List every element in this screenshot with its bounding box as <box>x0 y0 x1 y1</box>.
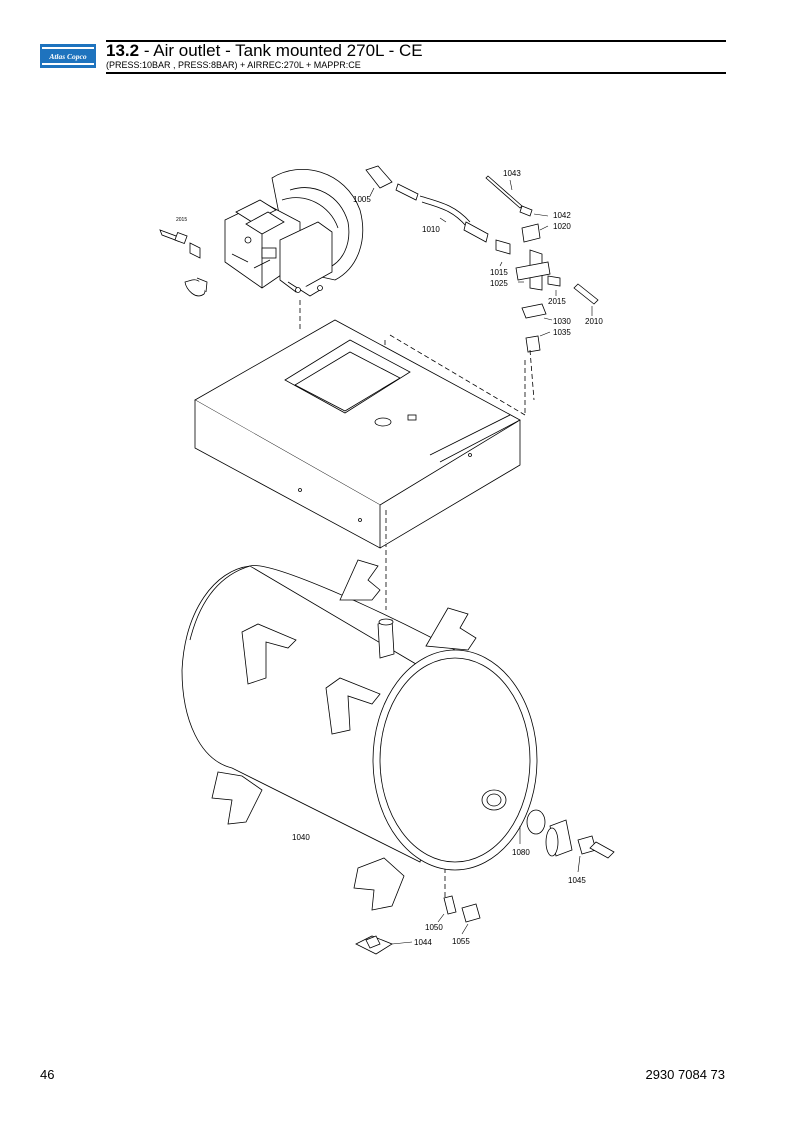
svg-text:Atlas Copco: Atlas Copco <box>48 52 87 61</box>
page-header: Atlas Copco 13.2 - Air outlet - Tank mou… <box>40 40 726 74</box>
callout-1045: 1045 <box>568 876 586 885</box>
callout-2015: 2015 <box>548 297 566 306</box>
drain-fittings <box>355 895 481 955</box>
fittings-cluster <box>365 165 599 353</box>
pump-assembly <box>224 169 364 297</box>
callout-1044: 1044 <box>414 938 432 947</box>
section-number: 13.2 <box>106 41 140 60</box>
callout-1035: 1035 <box>553 328 571 337</box>
front-fittings <box>526 809 615 859</box>
atlas-copco-logo: Atlas Copco <box>40 44 96 68</box>
leader-lines <box>369 179 593 945</box>
callout-2015-small: 2015 <box>176 217 187 223</box>
header-bottom-rule <box>106 72 726 74</box>
callout-1025: 1025 <box>490 279 508 288</box>
page-number: 46 <box>40 1067 55 1082</box>
callout-1040: 1040 <box>292 833 310 842</box>
page-title: 13.2 - Air outlet - Tank mounted 270L - … <box>106 41 423 60</box>
callout-1080: 1080 <box>512 848 530 857</box>
header-top-rule <box>106 40 726 42</box>
callout-1020: 1020 <box>553 222 571 231</box>
callout-1030: 1030 <box>553 317 571 326</box>
page-subtitle: (PRESS:10BAR , PRESS:8BAR) + AIRREC:270L… <box>106 60 361 70</box>
callout-1050: 1050 <box>425 923 443 932</box>
section-title: - Air outlet - Tank mounted 270L - CE <box>139 41 423 60</box>
callout-1015: 1015 <box>490 268 508 277</box>
callout-1010: 1010 <box>422 225 440 234</box>
callout-1043: 1043 <box>503 169 521 178</box>
callout-2010: 2010 <box>585 317 603 326</box>
air-receiver-tank <box>181 559 538 911</box>
callout-1005: 1005 <box>353 195 371 204</box>
callout-1042: 1042 <box>553 211 571 220</box>
document-number: 2930 7084 73 <box>645 1067 725 1082</box>
base-plate <box>194 319 521 549</box>
callout-1055: 1055 <box>452 937 470 946</box>
left-valve-parts <box>159 229 208 297</box>
